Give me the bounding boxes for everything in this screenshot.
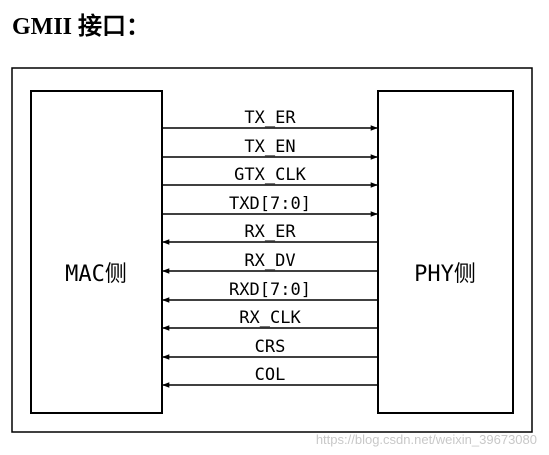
watermark: https://blog.csdn.net/weixin_39673080 xyxy=(315,432,537,447)
page-title: GMII 接口： xyxy=(12,14,150,40)
phy-block-label: PHY侧 xyxy=(414,262,476,287)
signal-label: RX_ER xyxy=(244,222,296,242)
signal-label: TX_ER xyxy=(244,108,296,128)
mac-block xyxy=(30,90,163,414)
signal-lines: TX_ER TX_EN GTX_CLK TXD[7:0] RX_ER RX_DV RXD[7… xyxy=(162,108,378,388)
signal-label: RX_DV xyxy=(244,251,295,271)
phy-block xyxy=(377,90,514,414)
signal-label: CRS xyxy=(255,337,286,357)
mac-block-label: MAC侧 xyxy=(65,262,127,287)
signal-label: TXD[7:0] xyxy=(229,194,311,214)
outer-frame xyxy=(11,67,533,433)
signal-label: RXD[7:0] xyxy=(229,280,311,300)
signal-label: RX_CLK xyxy=(239,308,301,328)
signal-label: COL xyxy=(255,365,286,385)
signal-label: GTX_CLK xyxy=(234,165,306,185)
signal-label: TX_EN xyxy=(244,137,295,157)
